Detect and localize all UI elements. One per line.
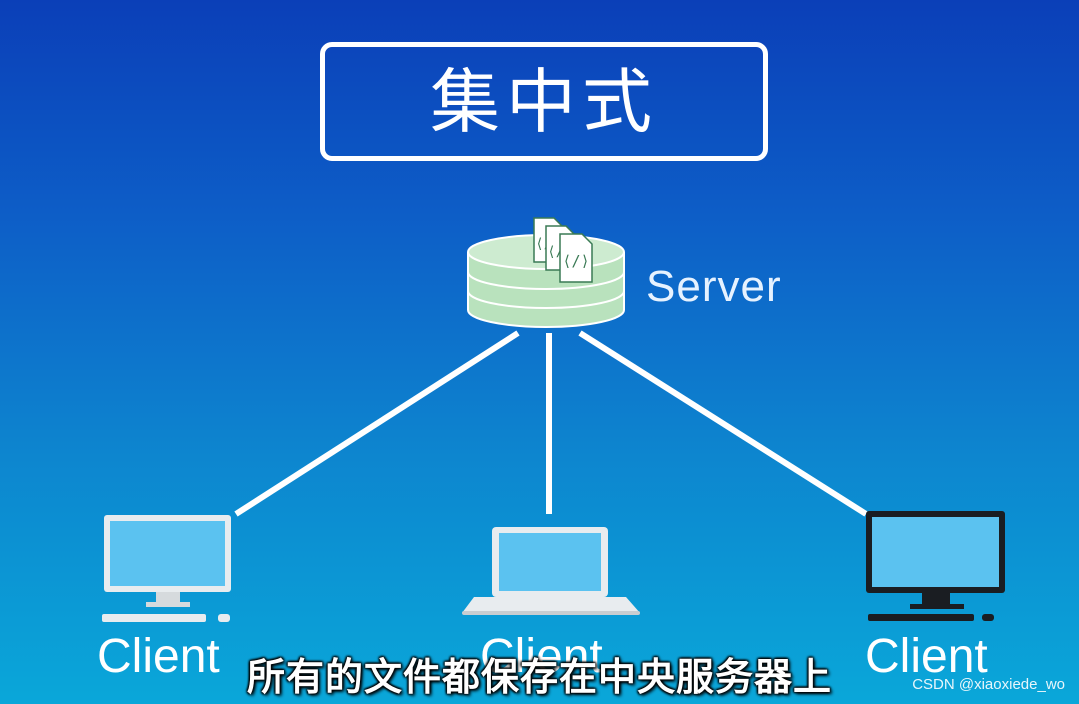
code-files-icon: ⟨/⟩ ⟨/⟩ ⟨/⟩ [533,217,593,283]
desktop-monitor-icon [102,515,231,622]
client-label-right: Client [865,630,988,683]
server-label: Server [646,262,782,311]
title-box: 集中式 [320,42,768,161]
connection-line-left [234,330,520,517]
connection-line-right [578,330,868,517]
dark-monitor-icon [866,511,1005,621]
watermark: CSDN @xiaoxiede_wo [912,676,1065,693]
diagram-title: 集中式 [430,60,658,143]
svg-text:⟨/⟩: ⟨/⟩ [562,252,589,270]
client-label-left: Client [97,630,220,683]
client-label-middle: Client [480,630,603,683]
video-subtitle: 所有的文件都保存在中央服务器上 [246,655,832,699]
laptop-icon [462,527,640,615]
